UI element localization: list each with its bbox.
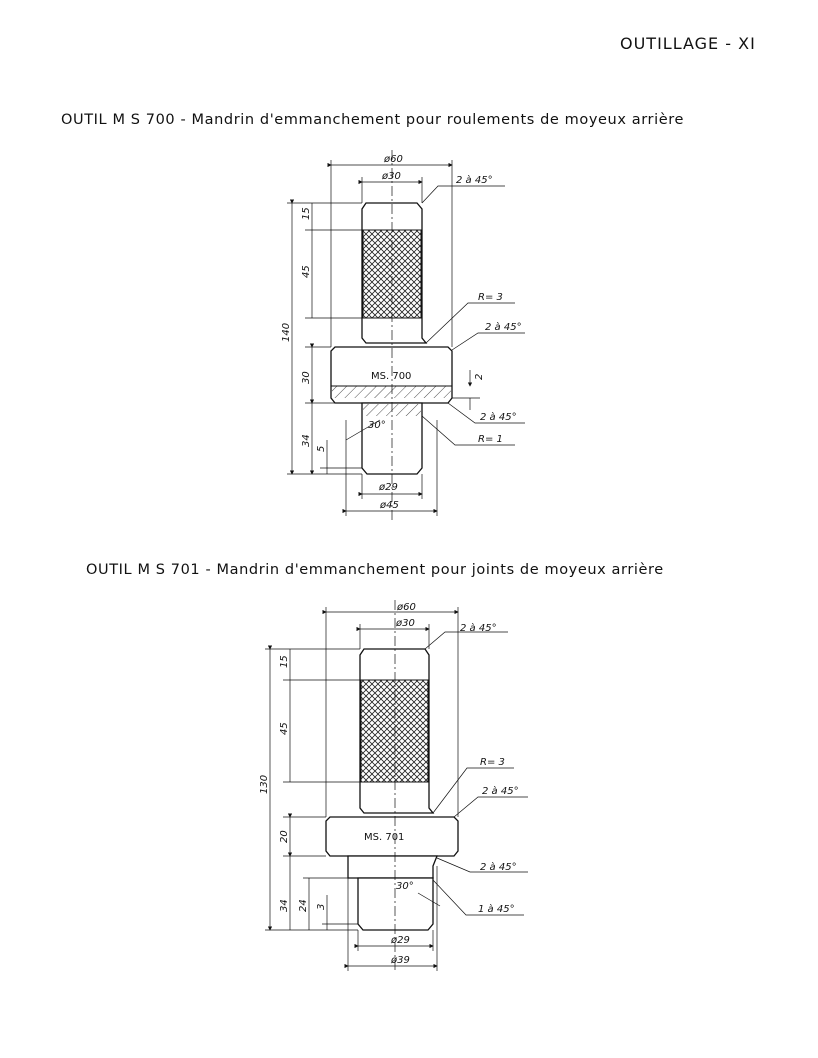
tool1-dim-h5: 5: [316, 446, 327, 452]
tool1-marking: MS. 700: [371, 371, 411, 382]
tool2-collar: [325, 816, 459, 857]
tool2-dim-h15: 15: [279, 655, 290, 668]
tool2-neck: [347, 855, 438, 879]
tool1-dim-r1: R= 1: [478, 434, 503, 445]
tool1-dim-h2: 2: [474, 374, 485, 380]
tool1-drawing: ø60 ø30 2 à 45° R= 3 2 à 45° 2 à 45° R= …: [281, 150, 525, 522]
tool2-dim-h130: 130: [259, 775, 270, 794]
tool1-dim-d45: ø45: [379, 500, 399, 511]
tool1-dim-d60: ø60: [383, 154, 403, 165]
tool1-title: OUTIL M S 700 - Mandrin d'emmanchement p…: [61, 112, 684, 128]
tool2-dim-h20: 20: [279, 830, 290, 843]
tool2-marking: MS. 701: [364, 832, 404, 843]
tool2-dim-h3: 3: [316, 904, 327, 910]
tool2-knurl: [360, 679, 429, 783]
tool1-dim-c1: 2 à 45°: [456, 174, 493, 186]
tool2-dim-h24: 24: [298, 899, 309, 912]
tool2-dim-a30: 30°: [396, 881, 414, 892]
tool2-dim-h45: 45: [279, 722, 290, 735]
tool2-title: OUTIL M S 701 - Mandrin d'emmanchement p…: [86, 562, 664, 578]
tool1-dim-a30: 30°: [368, 420, 386, 431]
tool1-dim-h45: 45: [301, 265, 312, 278]
tool1-dim-d30: ø30: [381, 171, 401, 182]
tool1-dim-c2: 2 à 45°: [485, 321, 522, 333]
tool2-dim-c1: 2 à 45°: [460, 622, 497, 634]
tool1-dim-h15: 15: [301, 207, 312, 220]
tool1-dim-h30: 30: [301, 371, 312, 384]
tool1-dim-h34: 34: [301, 434, 312, 447]
tool2-dim-d60: ø60: [396, 602, 416, 613]
tool2-dim-c3: 2 à 45°: [480, 861, 517, 873]
tool2-dim-d39: ø39: [390, 955, 410, 966]
tool2-dim-d29: ø29: [390, 935, 410, 946]
page-header: OUTILLAGE - XI: [620, 34, 756, 53]
tool2-drawing: ø60 ø30 2 à 45° R= 3 2 à 45° 2 à 45° 1 à…: [259, 600, 528, 972]
tool1-hatch-band: [332, 386, 451, 398]
tool1-dim-r3: R= 3: [478, 292, 503, 303]
tool1-dim-h140: 140: [281, 323, 292, 342]
tool2-dim-h34: 34: [279, 899, 290, 912]
tool1-dim-c3: 2 à 45°: [480, 411, 517, 423]
tool1-dim-d29: ø29: [378, 482, 398, 493]
tool2-dim-d30: ø30: [395, 618, 415, 629]
tool2-dim-c2: 2 à 45°: [482, 785, 519, 797]
tool2-dim-c4: 1 à 45°: [478, 903, 515, 915]
tool2-dim-r3: R= 3: [480, 757, 505, 768]
